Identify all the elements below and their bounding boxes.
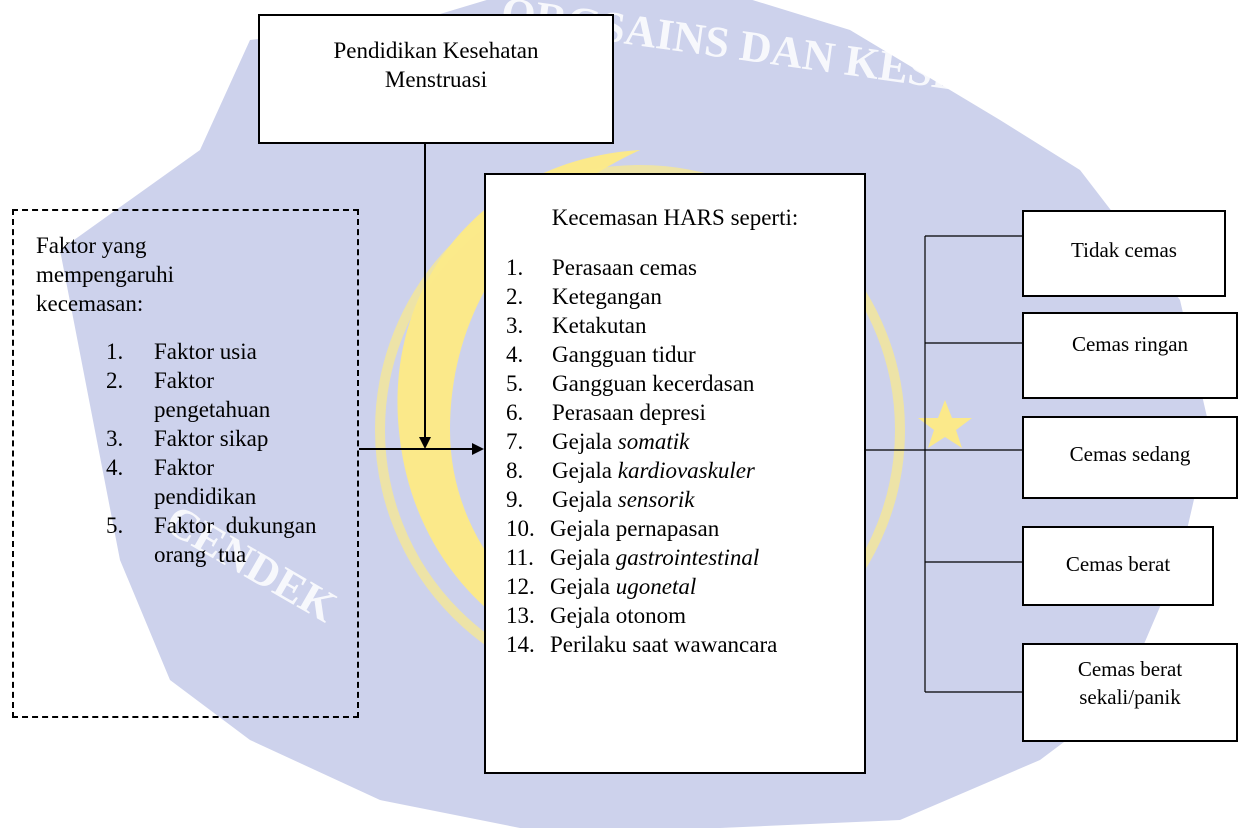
- hars-item-number: 8.: [506, 458, 524, 483]
- factor-item-text: Faktor pendidikan: [154, 455, 257, 509]
- hars-item-text: Gejala: [550, 574, 616, 599]
- hars-item-text: Perasaan depresi: [552, 400, 706, 425]
- factor-item: 2. Faktor pengetahuan: [106, 366, 343, 424]
- hars-item: 6. Perasaan depresi: [506, 398, 852, 427]
- hars-item-text: Gejala: [552, 487, 618, 512]
- watermark-crescent: [397, 150, 700, 681]
- hars-item-text: Gejala: [552, 429, 618, 454]
- outcome-box: Cemas berat sekali/panik: [1022, 643, 1238, 742]
- outcome-box: Tidak cemas: [1022, 210, 1226, 297]
- hars-item-text: Perasaan cemas: [552, 255, 697, 280]
- hars-item-italic-term: sensorik: [617, 487, 695, 512]
- hars-item: 13. Gejala otonom: [506, 601, 852, 630]
- factor-item-number: 3.: [106, 426, 124, 451]
- factor-item-text: Faktor sikap: [154, 426, 269, 451]
- hars-item-italic-term: kardiovaskuler: [617, 458, 755, 483]
- factors-box: Faktor yang mempengaruhi kecemasan: 1. Fa…: [12, 209, 359, 718]
- hars-item-text: Gejala otonom: [550, 603, 687, 628]
- hars-item-number: 12.: [506, 574, 535, 599]
- hars-item-number: 10.: [506, 516, 535, 541]
- hars-item-text: Gangguan kecerdasan: [552, 371, 755, 396]
- hars-item: 1. Perasaan cemas: [506, 253, 852, 282]
- factor-item: 5. Faktor dukungan orang tua: [106, 511, 343, 569]
- hars-item-text: Gangguan tidur: [552, 342, 696, 367]
- hars-item: 11. Gejala gastrointestinal: [506, 543, 852, 572]
- factor-item-text: Faktor usia: [154, 339, 257, 364]
- hars-item: 4. Gangguan tidur: [506, 340, 852, 369]
- factor-item: 4. Faktor pendidikan: [106, 453, 343, 511]
- hars-item: 2. Ketegangan: [506, 282, 852, 311]
- hars-item-italic-term: gastrointestinal: [615, 545, 760, 570]
- hars-item-italic-term: ugonetal: [615, 574, 697, 599]
- hars-item-number: 7.: [506, 429, 524, 454]
- top-box-education: Pendidikan Kesehatan Menstruasi: [258, 14, 614, 144]
- hars-item-number: 2.: [506, 284, 524, 309]
- hars-item-number: 9.: [506, 487, 524, 512]
- outcome-label: Cemas berat: [1065, 552, 1171, 576]
- hars-item: 7. Gejala somatik: [506, 427, 852, 456]
- hars-item-text: Ketakutan: [552, 313, 647, 338]
- hars-item: 5. Gangguan kecerdasan: [506, 369, 852, 398]
- top-box-text: Pendidikan Kesehatan Menstruasi: [333, 38, 539, 92]
- hars-item-text: Gejala: [552, 458, 618, 483]
- factor-item-number: 5.: [106, 513, 124, 538]
- hars-item-italic-term: somatik: [617, 429, 690, 454]
- outcome-box: Cemas ringan: [1022, 312, 1238, 399]
- hars-item-number: 5.: [506, 371, 524, 396]
- factor-item: 3. Faktor sikap: [106, 424, 343, 453]
- outcome-label: Tidak cemas: [1071, 238, 1177, 262]
- outcome-label: Cemas berat sekali/panik: [1077, 657, 1183, 709]
- factor-item-text: Faktor pengetahuan: [154, 368, 271, 422]
- factor-item: 1. Faktor usia: [106, 337, 343, 366]
- hars-item-text: Gejala pernapasan: [550, 516, 720, 541]
- hars-title: Kecemasan HARS seperti:: [551, 205, 799, 230]
- factor-item-number: 2.: [106, 368, 124, 393]
- hars-item: 12. Gejala ugonetal: [506, 572, 852, 601]
- hars-item-text: Ketegangan: [552, 284, 662, 309]
- hars-item: 10. Gejala pernapasan: [506, 514, 852, 543]
- hars-item: 8. Gejala kardiovaskuler: [506, 456, 852, 485]
- factor-item-number: 1.: [106, 339, 124, 364]
- factors-title: Faktor yang mempengaruhi kecemasan:: [36, 233, 174, 316]
- hars-item-number: 11.: [506, 545, 534, 570]
- factor-item-text: Faktor dukungan orang tua: [154, 513, 317, 567]
- hars-item-text: Perilaku saat wawancara: [550, 632, 778, 657]
- hars-item-number: 1.: [506, 255, 524, 280]
- outcome-box: Cemas sedang: [1022, 416, 1238, 499]
- hars-box: Kecemasan HARS seperti: 1. Perasaan cemas…: [484, 173, 866, 774]
- hars-item-number: 6.: [506, 400, 524, 425]
- watermark-star-icon: [918, 400, 972, 448]
- factors-list: 1. Faktor usia 2. Faktor pengetahuan 3. Fakto…: [36, 337, 343, 569]
- hars-item-number: 14.: [506, 632, 535, 657]
- hars-item-number: 4.: [506, 342, 524, 367]
- hars-item: 14. Perilaku saat wawancara: [506, 630, 852, 659]
- factor-item-number: 4.: [106, 455, 124, 480]
- outcome-label: Cemas ringan: [1071, 332, 1189, 356]
- hars-item-number: 13.: [506, 603, 535, 628]
- hars-item-number: 3.: [506, 313, 524, 338]
- hars-item-text: Gejala: [550, 545, 616, 570]
- hars-item: 3. Ketakutan: [506, 311, 852, 340]
- outcome-label: Cemas sedang: [1069, 442, 1191, 466]
- hars-item: 9. Gejala sensorik: [506, 485, 852, 514]
- outcome-box: Cemas berat: [1022, 526, 1214, 606]
